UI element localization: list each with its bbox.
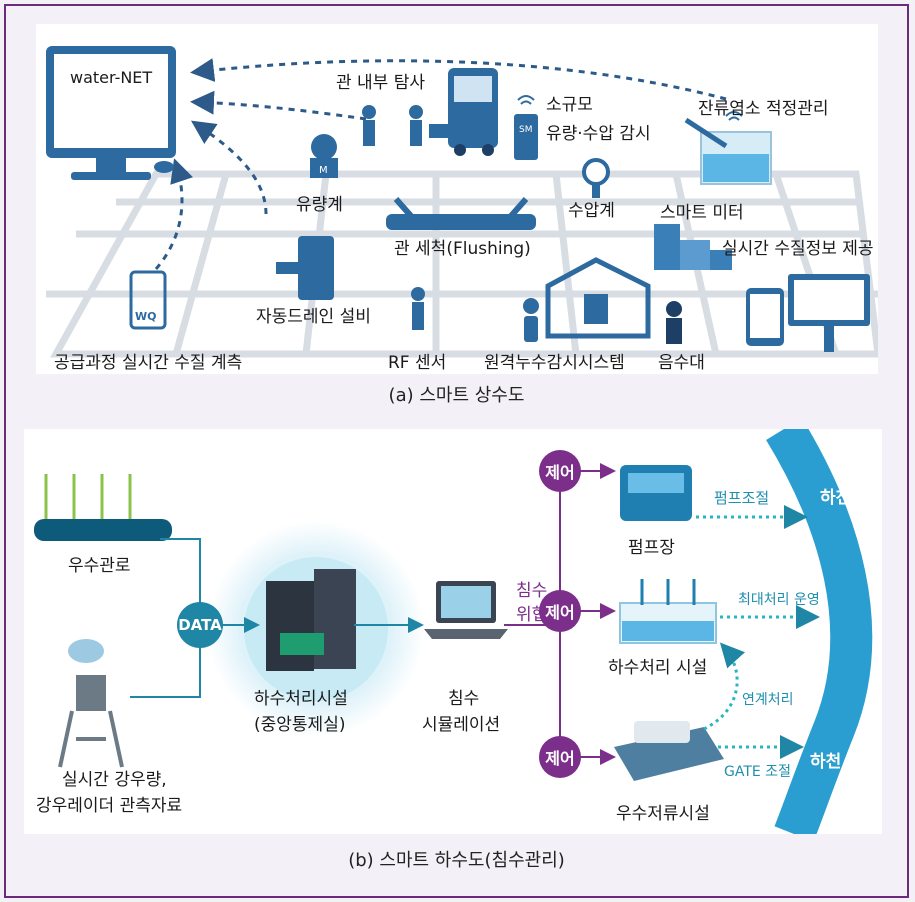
leak-monitor-house-icon [523, 257, 651, 342]
flow-pressure-monitor-label: 유량·수압 감시 [546, 124, 651, 144]
simulation-label-line2: 시뮬레이션 [422, 715, 501, 735]
water-net-label: water-NET [70, 68, 153, 87]
storm-pipe-label: 우수관로 [68, 556, 131, 576]
linked-treatment-label: 연계처리 [742, 692, 794, 708]
storm-pipe-icon [34, 474, 172, 541]
pipe-inspection-label: 관 내부 탐사 [336, 73, 426, 93]
rainfall-label-line2: 강우레이더 관측자료 [36, 796, 183, 816]
chlorine-tank-icon [684, 111, 772, 185]
river-label-bottom: 하천 [810, 752, 842, 772]
laptop-icon [424, 581, 508, 639]
control-badge-treatment: 제어 [539, 590, 581, 632]
rf-sensor-label: RF 센서 [388, 353, 447, 373]
monitor-icon [46, 46, 176, 180]
smart-meter-label: 스마트 미터 [660, 203, 744, 223]
simulation-label-line1: 침수 [448, 689, 480, 709]
drinking-fountain-label: 음수대 [658, 353, 705, 373]
chlorine-management-label: 잔류염소 적정관리 [698, 99, 829, 119]
pressure-gauge-icon [582, 158, 610, 198]
rf-sensor-icon [411, 287, 425, 330]
pump-station-label: 펌프장 [628, 538, 675, 558]
panel-b-caption: (b) 스마트 하수도(침수관리) [348, 850, 565, 871]
smart-sewer-illustration [34, 429, 882, 834]
panel-a-caption: (a) 스마트 상수도 [388, 385, 525, 406]
svg-text:M: M [319, 165, 328, 176]
pressure-gauge-label: 수압계 [568, 201, 615, 221]
drinking-fountain-icon [666, 301, 682, 344]
max-treatment-label: 최대처리 운영 [738, 592, 820, 608]
smart-water-illustration: SM M [46, 46, 878, 358]
flood-threat-label-line1: 침수 [516, 581, 548, 601]
storage-facility-label: 우수저류시설 [616, 804, 710, 824]
rainfall-label-line1: 실시간 강우량, [62, 770, 167, 790]
flow-meter-icon: M [310, 134, 338, 178]
rain-gauge-tower-icon [58, 639, 124, 768]
info-screen-icon [746, 274, 870, 352]
facility-label-line2: (중앙통제실) [254, 715, 346, 735]
river-shape [784, 429, 882, 834]
server-rack-icon [266, 569, 356, 671]
facility-label-line1: 하수처리시설 [254, 689, 348, 709]
auto-drain-label: 자동드레인 설비 [256, 307, 371, 327]
flushing-label: 관 세척(Flushing) [394, 239, 531, 259]
smart-sewer-panel: 우수관로 실시간 강우량, 강우레이더 관측자료 DATA 하수처리시설 (중앙… [24, 429, 882, 834]
svg-text:WQ: WQ [135, 310, 156, 323]
auto-drain-icon [276, 236, 334, 300]
small-scale-label: 소규모 [546, 95, 593, 115]
data-badge: DATA [177, 602, 223, 648]
flushing-pipe-icon [386, 197, 536, 230]
pump-station-icon [620, 465, 692, 521]
sewage-plant-label: 하수처리 시설 [608, 658, 708, 678]
pump-control-label: 펌프조절 [714, 489, 770, 507]
figure-frame: SM M [4, 4, 909, 898]
svg-text:SM: SM [519, 125, 532, 135]
supply-measure-label: 공급과정 실시간 수질 계측 [54, 353, 243, 373]
treatment-plant-icon [619, 579, 717, 644]
smart-water-supply-panel: SM M [36, 24, 878, 374]
control-badge-storage: 제어 [539, 736, 581, 778]
wq-sensor-icon: WQ [129, 270, 167, 330]
realtime-info-label: 실시간 수질정보 제공 [722, 239, 874, 259]
river-label-top: 하천 [820, 488, 852, 508]
storage-facility-icon [614, 721, 724, 781]
inspection-truck-icon [362, 68, 498, 156]
flowmeter-label: 유량계 [296, 195, 343, 215]
gate-control-label: GATE 조절 [724, 764, 791, 780]
leak-monitor-label: 원격누수감시시스템 [484, 353, 625, 373]
control-badge-pump: 제어 [539, 450, 581, 492]
sm-device-icon: SM [514, 95, 538, 160]
smart-meter-building-icon [654, 224, 732, 270]
